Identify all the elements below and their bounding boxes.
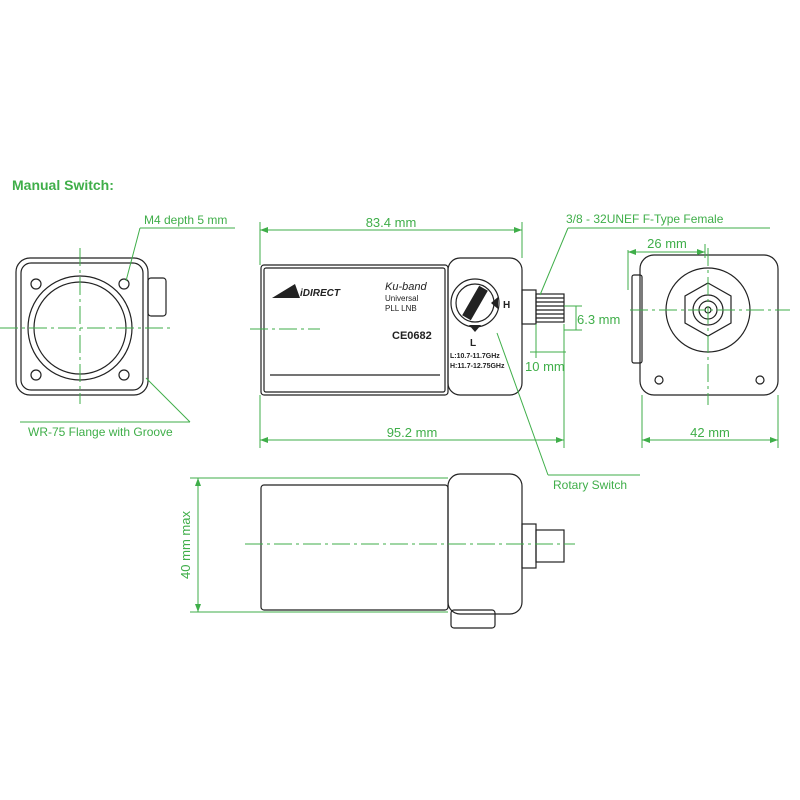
dim-connector-len: 10 mm: [525, 359, 565, 374]
dim-length-top: 83.4 mm: [366, 215, 417, 230]
front-view: [0, 248, 170, 404]
label-freq-h: H:11.7-12.75GHz: [450, 363, 505, 370]
top-view: iDIRECT Ku-band Universal PLL LNB CE0682…: [250, 257, 565, 396]
label-brand: iDIRECT: [300, 288, 341, 299]
dim-height-max: 40 mm max: [178, 511, 193, 579]
dim-side-top: 26 mm: [647, 236, 687, 251]
label-ce: CE0682: [392, 330, 432, 342]
page-heading: Manual Switch:: [12, 177, 114, 193]
dimension-lines: 83.4 mm 95.2 mm 6.3 mm 10 mm 26 mm 42 mm: [178, 215, 779, 613]
callouts: M4 depth 5 mm WR-75 Flange with Groove 3…: [20, 212, 770, 492]
dim-side-width: 42 mm: [690, 425, 730, 440]
label-band: Ku-band: [385, 281, 427, 293]
label-line1: Universal: [385, 294, 419, 303]
label-line2: PLL LNB: [385, 304, 417, 313]
bottom-view: [245, 473, 575, 629]
callout-rotary-switch: Rotary Switch: [553, 478, 627, 492]
side-view: [630, 248, 790, 405]
switch-h-mark: H: [503, 300, 510, 311]
dim-length-bottom: 95.2 mm: [387, 425, 438, 440]
switch-l-mark: L: [470, 338, 476, 349]
callout-flange: WR-75 Flange with Groove: [28, 425, 173, 439]
callout-f-type: 3/8 - 32UNEF F-Type Female: [566, 212, 724, 226]
callout-m4-depth: M4 depth 5 mm: [144, 213, 227, 227]
label-freq-l: L:10.7-11.7GHz: [450, 353, 500, 360]
dim-connector-dia: 6.3 mm: [577, 312, 620, 327]
